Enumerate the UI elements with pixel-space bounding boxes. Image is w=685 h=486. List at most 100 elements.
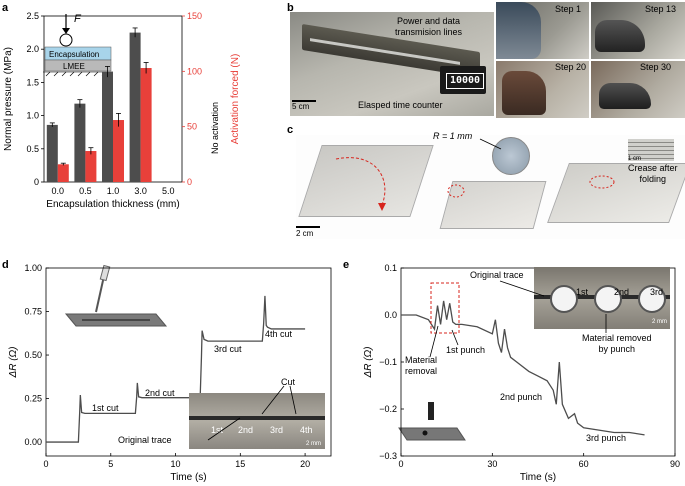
panel-letter-b: b — [287, 2, 294, 14]
shoe-20 — [502, 71, 546, 115]
xlabel-e: Time (s) — [520, 472, 556, 483]
ytick-label-e-3: 0.0 — [384, 310, 397, 320]
punch-inset-photo — [534, 267, 670, 329]
cut-label-2nd: 2nd cut — [145, 388, 175, 398]
material-removed-label: Material removed by punch — [582, 333, 652, 354]
force-arrowhead — [62, 28, 70, 34]
xlabel-d: Time (s) — [170, 472, 206, 483]
scale-line-b — [292, 100, 316, 102]
xtick-label-a-2: 1.0 — [107, 186, 120, 196]
y2tick-label-a-3: 150 — [187, 11, 202, 21]
radius-label: R = 1 mm — [433, 131, 473, 141]
ytick-label-e-4: 0.1 — [384, 263, 397, 273]
cut-label-1st: 1st cut — [92, 403, 119, 413]
xtick-label-d-4: 20 — [300, 459, 310, 469]
xtick-label-d-1: 5 — [108, 459, 113, 469]
scale-small-c: 1 cm — [628, 156, 642, 162]
step30-photo — [591, 61, 685, 118]
crease-inset — [628, 139, 674, 161]
original-trace-label-e: Original trace — [470, 270, 524, 280]
y2tick-label-a-1: 50 — [187, 122, 197, 132]
lmee-label: LMEE — [63, 62, 85, 71]
cut-label: Cut — [281, 377, 296, 387]
inset-mark-e-1st: 1st — [576, 287, 589, 297]
knife-blade — [95, 275, 105, 313]
bar-a-s1-0 — [57, 164, 69, 182]
xtick-label-e-0: 0 — [398, 459, 403, 469]
xtick-label-e-1: 30 — [487, 459, 497, 469]
step-label-30: Step 30 — [640, 62, 672, 72]
ytick-label-e-0: −0.3 — [379, 451, 397, 461]
inset-mark-2nd: 2nd — [238, 425, 254, 435]
step20-photo — [496, 61, 589, 118]
cut-label-4th: 4th cut — [265, 329, 293, 339]
punch-label-1st: 1st punch — [446, 345, 486, 355]
punch-board — [398, 427, 466, 441]
panel-letter-c: c — [287, 124, 294, 136]
punch-label-2nd: 2nd punch — [500, 392, 543, 402]
inset-mark-1st: 1st — [211, 425, 224, 435]
shoe-30 — [599, 83, 651, 109]
ytick-label-a-5: 2.5 — [26, 11, 39, 21]
inset-mark-e-3rd: 3rd — [650, 287, 664, 297]
xlabel-a: Encapsulation thickness (mm) — [46, 199, 179, 210]
inset-knife-d — [64, 264, 168, 327]
fold-arrow — [335, 157, 386, 206]
xtick-label-a-3: 3.0 — [134, 186, 147, 196]
ytick-label-d-3: 0.75 — [24, 307, 42, 317]
inset-punch-e — [398, 402, 466, 441]
no-activation-label: No activation — [210, 102, 220, 154]
punch-tool — [428, 402, 434, 420]
chart-a: F Encapsulation LMEE No activation 00.51… — [3, 11, 241, 210]
radius-magnifier — [492, 137, 530, 175]
power-lines-label: Power and data transmision lines — [395, 16, 463, 37]
force-label: F — [74, 13, 82, 25]
original-trace-label-d: Original trace — [118, 435, 172, 445]
step-label-20: Step 20 — [555, 62, 587, 72]
encapsulation-label: Encapsulation — [49, 50, 99, 59]
bar-a-s0-2 — [102, 71, 113, 182]
counter-box — [440, 66, 486, 94]
punch-hole-1 — [550, 285, 578, 313]
bar-a-s0-0 — [46, 124, 58, 182]
ytick-label-d-4: 1.00 — [24, 263, 42, 273]
ytick-label-d-0: 0.00 — [24, 437, 42, 447]
xtick-label-a-0: 0.0 — [52, 186, 65, 196]
bar-a-s1-3 — [140, 68, 152, 182]
xtick-label-a-4: 5.0 — [162, 186, 175, 196]
shoe-1 — [496, 2, 541, 59]
scale-line-c — [296, 226, 320, 228]
step13-photo — [591, 2, 685, 59]
plot-frame-d — [45, 267, 332, 457]
punch-label-3rd: 3rd punch — [586, 433, 627, 443]
ytick-label-a-1: 0.5 — [26, 144, 39, 154]
xtick-label-e-2: 60 — [579, 459, 589, 469]
ytick-label-a-4: 2.0 — [26, 44, 39, 54]
counter-display: 10000 — [446, 73, 484, 89]
xtick-label-d-0: 0 — [43, 459, 48, 469]
bar-a-s1-1 — [85, 151, 97, 182]
folding-photo — [296, 135, 685, 239]
step-label-1: Step 1 — [555, 4, 582, 14]
punch-hole-2 — [594, 285, 622, 313]
inset-scale-d: 2 mm — [306, 441, 321, 447]
fold-annotations — [335, 138, 615, 211]
y2label-a: Activation forced (N) — [230, 54, 241, 145]
ytick-label-a-2: 1.0 — [26, 111, 39, 121]
scale-bar-c: 2 cm — [296, 229, 314, 238]
xtick-label-d-3: 15 — [235, 459, 245, 469]
cut-inset-trace — [189, 416, 325, 420]
ylabel-d: ΔR (Ω) — [8, 347, 19, 379]
inset-mark-e-2nd: 2nd — [614, 287, 630, 297]
inset-scale-e: 2 mm — [652, 319, 667, 325]
cut-inset-photo — [189, 393, 325, 449]
inset-mark-3rd: 3rd — [270, 425, 284, 435]
knife-handle — [99, 264, 111, 282]
ytick-label-e-2: −0.1 — [379, 357, 397, 367]
xtick-label-d-2: 10 — [171, 459, 181, 469]
y2tick-label-a-2: 100 — [187, 66, 202, 76]
ytick-label-a-3: 1.5 — [26, 77, 39, 87]
crease-label: Crease after folding — [628, 163, 678, 184]
ground-hatch — [43, 71, 113, 77]
